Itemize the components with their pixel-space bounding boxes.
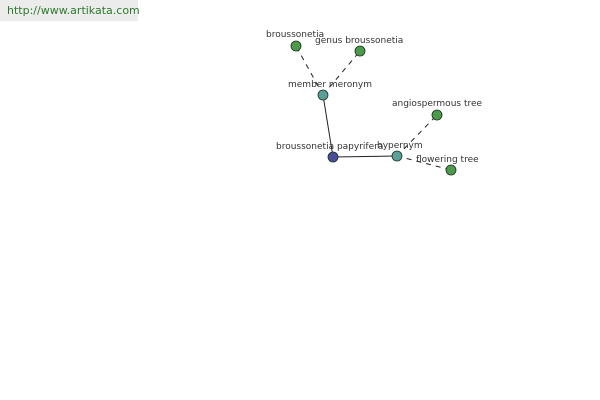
edge-root-to-member-meronym [322,94,334,158]
nodes-layer [290,40,457,176]
edge-root-to-hypernym [332,155,398,158]
node-label-member-meronym: member meronym [288,80,372,90]
node-label-hypernym: hypernym [377,141,423,151]
node-label-angiospermous-tree: angiospermous tree [392,99,483,109]
node-root[interactable] [327,151,339,163]
labels-layer: broussonetia papyrifera member meronym hyp… [266,30,483,165]
node-angiospermous-tree[interactable] [431,109,443,121]
node-member-meronym[interactable] [317,89,329,101]
node-hypernym[interactable] [391,150,403,162]
node-label-root: broussonetia papyrifera [276,142,383,152]
node-label-genus-broussonetia: genus broussonetia [315,36,403,46]
node-label-broussonetia: broussonetia [266,30,324,40]
node-broussonetia[interactable] [290,40,302,52]
node-label-flowering-tree: flowering tree [416,155,479,165]
edges-layer [295,45,452,171]
url-bar: http://www.artikata.com [0,0,140,21]
node-genus-broussonetia[interactable] [354,45,366,57]
site-url-link[interactable]: http://www.artikata.com [7,4,140,17]
node-flowering-tree[interactable] [445,164,457,176]
